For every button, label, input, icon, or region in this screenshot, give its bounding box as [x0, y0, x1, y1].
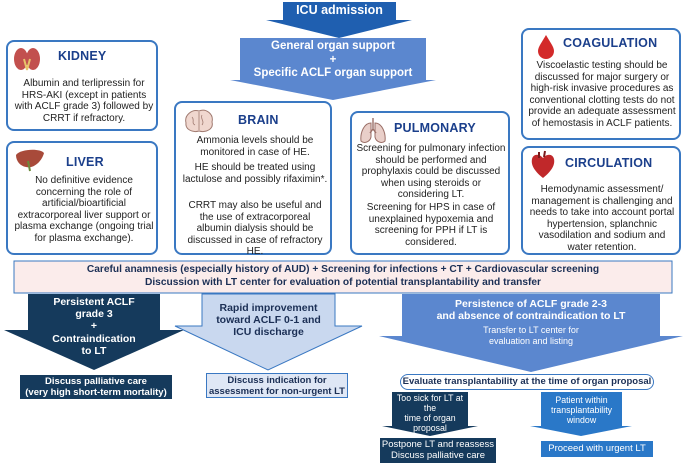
screening-text: Careful anamnesis (especially history of…	[14, 264, 672, 289]
circulation-text: Hemodynamic assessment/ management is ch…	[529, 184, 675, 253]
patient-window-arrow	[530, 392, 632, 436]
right-branch-sub-line1: Transfer to LT center for	[483, 325, 579, 335]
liver-text: No definitive evidence concerning the ro…	[14, 175, 154, 244]
blood-drop-icon	[538, 35, 554, 59]
postpone-box: Postpone LT and reassess Discuss palliat…	[380, 438, 496, 463]
right-branch-arrow	[379, 294, 683, 372]
coagulation-card: COAGULATION Viscoelastic testing should …	[521, 28, 681, 140]
left-branch-arrow	[4, 294, 184, 370]
left-branch-text: Persistent ACLF grade 3 + Contraindicati…	[28, 296, 160, 357]
postpone-line1: Postpone LT and reassess	[381, 439, 495, 450]
liver-icon	[16, 149, 44, 172]
proceed-box: Proceed with urgent LT	[541, 441, 653, 457]
middle-outcome-box: Discuss indication for assessment for no…	[206, 373, 348, 398]
icu-admission-label: ICU admission	[296, 3, 383, 17]
middle-branch-arrow	[174, 293, 363, 371]
left-outcome-box: Discuss palliative care (very high short…	[20, 375, 172, 399]
general-support-label: General organ support + Specific ACLF or…	[240, 40, 426, 81]
kidney-card: KIDNEY Albumin and terlipressin for HRS-…	[6, 40, 158, 131]
icu-arrow	[266, 2, 412, 38]
right-branch-line1: Persistence of ACLF grade 2-3	[455, 298, 607, 310]
right-branch-text: Persistence of ACLF grade 2-3 and absenc…	[402, 298, 660, 322]
circulation-card: CIRCULATION Hemodynamic assessment/ mana…	[521, 146, 681, 255]
coagulation-text: Viscoelastic testing should be discussed…	[528, 60, 676, 129]
brain-title: BRAIN	[238, 113, 279, 127]
middle-branch-line3: ICU discharge	[233, 326, 304, 339]
brain-text-2: HE should be treated using lactulose and…	[182, 162, 328, 185]
screening-band	[13, 260, 673, 294]
too-sick-line3: proposal	[413, 423, 447, 433]
left-outcome-line2: (very high short-term mortality)	[25, 387, 167, 398]
pulmonary-title: PULMONARY	[394, 121, 476, 135]
brain-text-1: Ammonia levels should be monitored in ca…	[196, 135, 314, 158]
brain-card: BRAIN Ammonia levels should be monitored…	[174, 101, 332, 258]
patient-window-line1: Patient within	[555, 395, 608, 405]
pulmonary-card: PULMONARY Screening for pulmonary infect…	[350, 111, 510, 255]
brain-icon	[185, 109, 213, 132]
middle-branch-line1: Rapid improvement	[219, 302, 318, 314]
general-support-line2: Specific ACLF organ support	[253, 67, 413, 79]
pulmonary-text-2: Screening for HPS in case of unexplained…	[366, 202, 496, 248]
right-branch-line2: and absence of contraindication to LT	[436, 310, 626, 323]
evaluate-box: Evaluate transplantability at the time o…	[400, 374, 654, 390]
right-branch-subtext: Transfer to LT center for evaluation and…	[420, 325, 642, 346]
kidney-icon	[14, 48, 40, 71]
left-branch-line3: +	[90, 320, 98, 333]
coagulation-title: COAGULATION	[563, 36, 658, 50]
general-support-arrow	[230, 38, 436, 100]
general-support-line1: General organ support	[271, 40, 395, 52]
middle-outcome-line2: assessment for non-urgent LT	[208, 386, 345, 397]
lungs-icon	[360, 118, 386, 143]
screening-line2: Discussion with LT center for evaluation…	[144, 276, 542, 288]
middle-branch-line2: toward ACLF 0-1 and	[216, 314, 321, 327]
too-sick-line1: Too sick for LT at the	[396, 393, 464, 413]
middle-branch-text: Rapid improvement toward ACLF 0-1 and IC…	[202, 302, 335, 339]
too-sick-line2: time of organ	[404, 413, 456, 423]
right-branch-sub-line2: evaluation and listing	[488, 335, 574, 346]
kidney-text: Albumin and terlipressin for HRS-AKI (ex…	[14, 78, 154, 124]
patient-window-text: Patient within transplantability window	[541, 395, 622, 425]
middle-outcome-line1: Discuss indication for	[227, 375, 327, 386]
pulmonary-text-1: Screening for pulmonary infection should…	[356, 143, 506, 201]
screening-line1: Careful anamnesis (especially history of…	[86, 264, 600, 275]
left-branch-line2: grade 3	[75, 308, 113, 321]
left-branch-line1: Persistent ACLF	[53, 296, 135, 308]
left-branch-line4: Contraindication	[52, 332, 136, 345]
brain-text-3: CRRT may also be useful and the use of e…	[187, 200, 323, 258]
liver-card: LIVER No definitive evidence concerning …	[6, 141, 158, 255]
too-sick-arrow	[382, 392, 478, 436]
kidney-title: KIDNEY	[58, 49, 107, 63]
patient-window-line2: transplantability window	[550, 405, 613, 425]
circulation-title: CIRCULATION	[565, 156, 653, 170]
general-support-plus: +	[329, 53, 337, 66]
left-outcome-line1: Discuss palliative care	[45, 376, 147, 387]
heart-icon	[531, 150, 555, 178]
left-branch-line5: to LT	[81, 344, 107, 357]
postpone-line2: Discuss palliative care	[391, 450, 485, 461]
liver-title: LIVER	[66, 155, 104, 169]
too-sick-text: Too sick for LT at the time of organ pro…	[392, 393, 468, 433]
